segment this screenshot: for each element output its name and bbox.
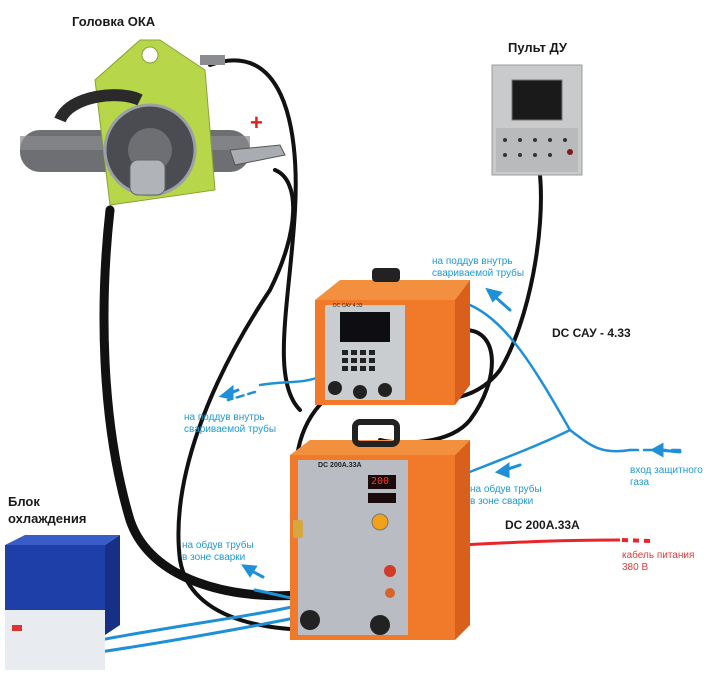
label-controller: DC САУ - 4.33 (552, 326, 631, 340)
annotation-purge-left: на поддув внутрь свариваемой трубы (184, 412, 276, 436)
annotation-power-cable: кабель питания 380 В (622, 550, 694, 574)
annotation-purge-left-line1: на поддув внутрь (184, 412, 265, 423)
label-head: Головка ОКА (72, 14, 156, 29)
arrow-head-blow-left (241, 564, 258, 578)
gas-line-inlet (568, 428, 632, 453)
ground-cable (176, 168, 382, 632)
cooling-unit (5, 535, 120, 670)
power-cable-dash (621, 538, 651, 543)
torch-hose (99, 205, 305, 601)
annotation-blow-left: на обдув трубы в зоне сварки (182, 540, 254, 564)
arrow-head-blow-right (494, 462, 510, 479)
annotation-gas-inlet-line1: вход защитного (630, 465, 703, 476)
annotation-power-cable-line2: 380 В (622, 562, 649, 573)
source-display: 200 (371, 476, 390, 487)
label-power-source: DC 200А.33А (505, 518, 580, 532)
annotation-blow-right-line2: в зоне сварки (470, 496, 534, 507)
annotation-blow-left-line2: в зоне сварки (182, 552, 246, 563)
polarity-plus-icon: + (250, 110, 263, 135)
annotation-power-cable-line1: кабель питания (622, 550, 695, 561)
label-remote: Пульт ДУ (508, 40, 567, 55)
label-cooling: Блок охлаждения (8, 493, 86, 527)
annotation-gas-inlet-line2: газа (630, 477, 650, 488)
annotation-purge-top-line1: на поддув внутрь (432, 256, 513, 267)
annotation-gas-inlet: вход защитного газа (630, 465, 703, 489)
welding-head (20, 39, 286, 206)
controller-panel-text: DC САУ 4.33 (333, 303, 363, 309)
annotation-purge-left-line2: свариваемой трубы (184, 424, 277, 435)
controller-unit (315, 268, 470, 405)
annotation-blow-right: на обдув трубы в зоне сварки (470, 484, 542, 508)
gas-line-blow-right (460, 428, 572, 477)
gas-line-purge-top (453, 298, 572, 432)
annotation-purge-top-line2: свариваемой трубы (432, 268, 525, 279)
arrow-head-gas-inlet (649, 442, 664, 458)
annotation-purge-top: на поддув внутрь свариваемой трубы (432, 256, 524, 280)
annotation-blow-right-line1: на обдув трубы (470, 484, 542, 495)
arrow-head-purge-top (485, 287, 503, 303)
arrow-head-purge-left (218, 384, 234, 400)
label-cooling-line2: охлаждения (8, 511, 87, 526)
source-panel-text: DC 200A.33A (318, 462, 362, 469)
cooling-line-1 (98, 603, 302, 642)
annotation-blow-left-line1: на обдув трубы (182, 540, 254, 551)
remote-control (491, 64, 583, 176)
power-cable (461, 538, 621, 547)
label-cooling-line1: Блок (8, 494, 40, 509)
power-source-unit (290, 419, 470, 640)
